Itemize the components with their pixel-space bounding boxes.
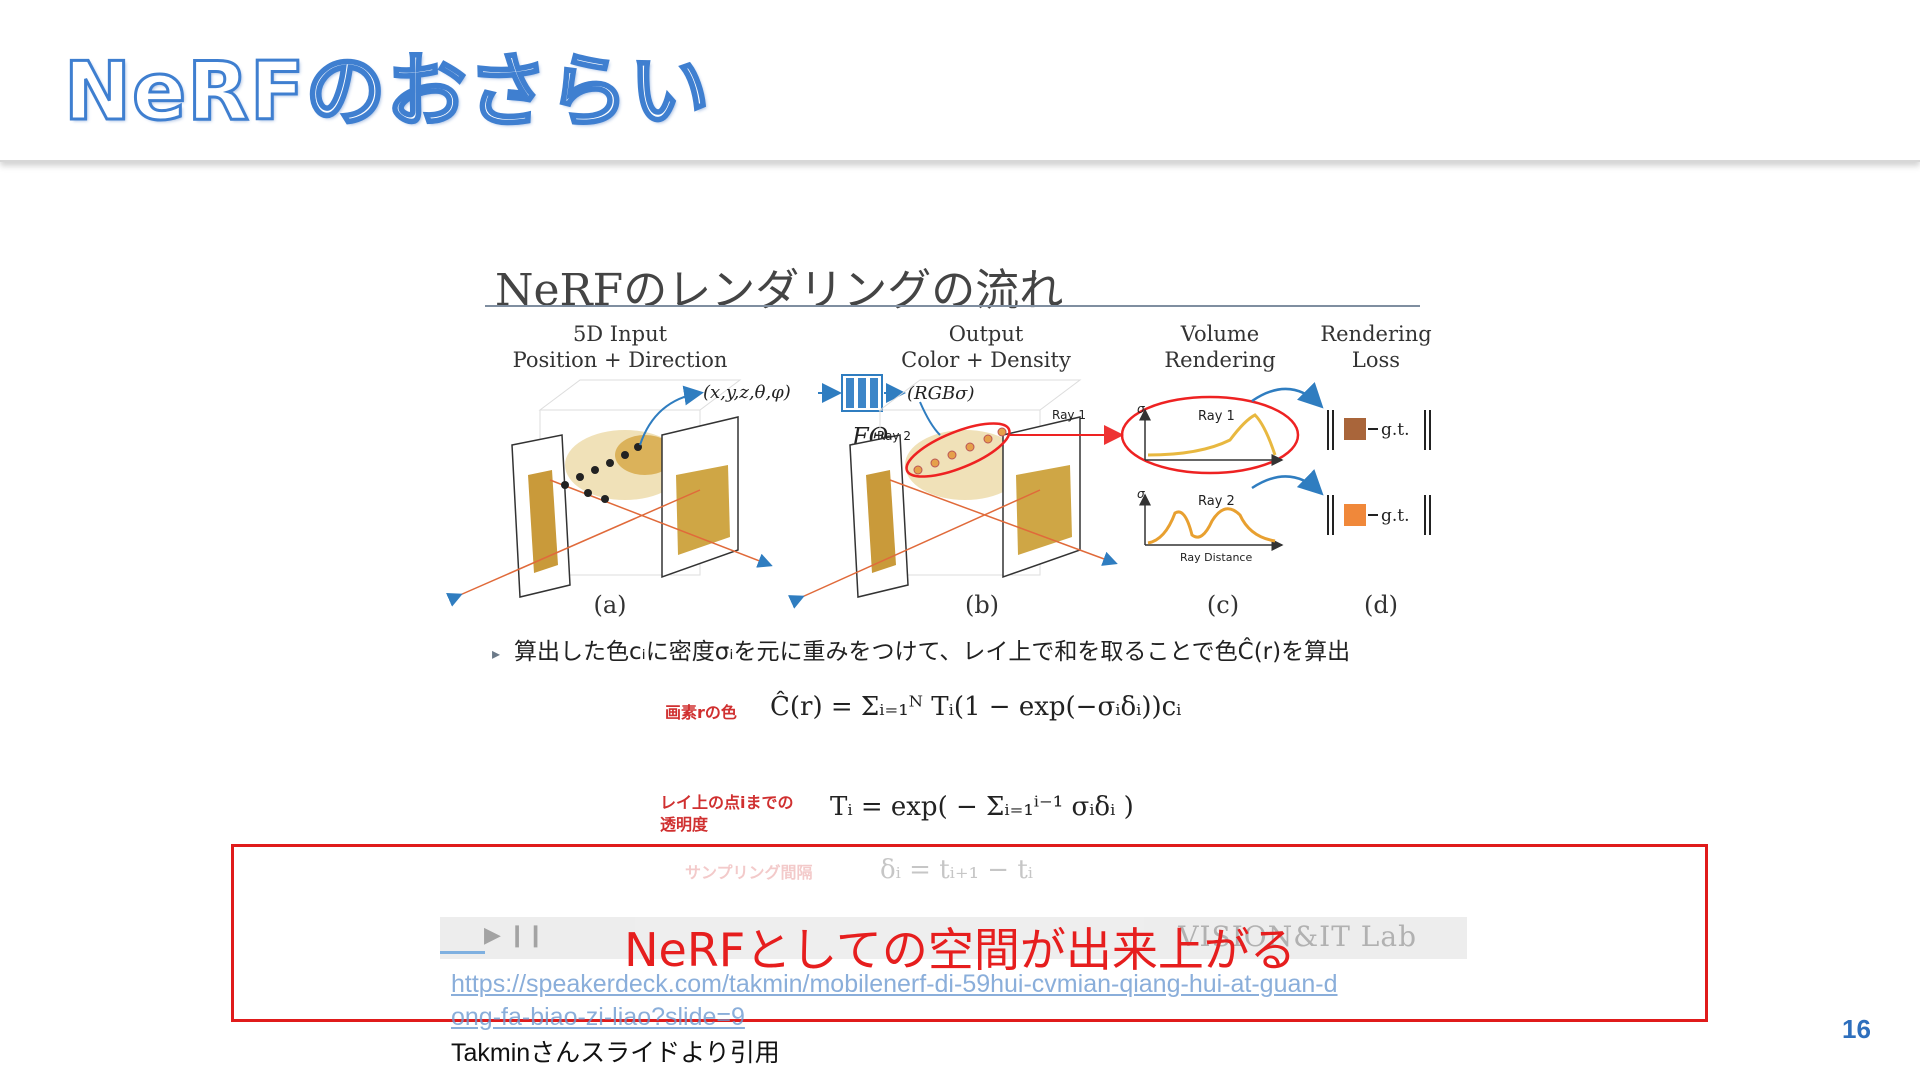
title-rule xyxy=(485,305,1420,307)
play-pause-icon[interactable]: ▶ ❙❙ xyxy=(484,923,545,948)
heading-output-1: Output xyxy=(949,322,1024,346)
eq2-label: レイ上の点iまでの透明度 xyxy=(660,793,794,834)
heading-volume-1: Volume xyxy=(1180,322,1259,346)
source-link[interactable]: https://speakerdeck.com/takmin/mobilener… xyxy=(451,970,1338,1031)
heading-output-2: Color + Density xyxy=(901,348,1071,372)
panel-b-ray2: Ray 2 xyxy=(877,429,911,443)
slide-title: NeRFのおさらい xyxy=(62,44,711,140)
sigma-label-1: σ xyxy=(1137,402,1145,416)
eq3-label: サンプリング間隔 xyxy=(685,863,813,882)
panel-label-d: (d) xyxy=(1364,591,1398,619)
heading-loss-1: Rendering xyxy=(1320,322,1431,346)
heading-input-2: Position + Direction xyxy=(513,348,728,372)
eq1-formula: Ĉ(r) = Σᵢ₌₁ᴺ Tᵢ(1 − exp(−σᵢδᵢ))cᵢ xyxy=(770,692,1182,722)
panel-c-ray2: Ray 2 xyxy=(1198,494,1235,509)
panel-d-loss xyxy=(1327,410,1431,535)
tuple-out: (RGBσ) xyxy=(907,383,975,404)
callout-text: NeRFとしての空間が出来上がる xyxy=(624,923,1296,977)
panel-c-plots xyxy=(1120,382,1324,551)
panel-b-scene xyxy=(787,379,1124,609)
eq3-formula: δᵢ = tᵢ₊₁ − tᵢ xyxy=(880,855,1034,885)
gt-label-1: g.t. xyxy=(1381,420,1410,440)
network-icon xyxy=(841,374,883,412)
panel-label-a: (a) xyxy=(593,591,626,619)
gt-label-2: g.t. xyxy=(1381,506,1410,526)
sigma-label-2: σ xyxy=(1137,487,1145,501)
panel-c-ray1: Ray 1 xyxy=(1198,409,1235,424)
eq2-formula: Tᵢ = exp( − Σᵢ₌₁ⁱ⁻¹ σᵢδᵢ ) xyxy=(830,792,1134,822)
source-credit: Takminさんスライドより引用 xyxy=(451,1039,780,1067)
ray-distance-label: Ray Distance xyxy=(1180,551,1252,564)
panel-b-ray1: Ray 1 xyxy=(1052,408,1086,422)
bullet-item: ▸ 算出した色cᵢに密度σᵢを元に重みをつけて、レイ上で和を取ることで色Ĉ(r)を… xyxy=(492,632,1452,666)
nerf-pipeline-figure: 5D Input Position + Direction Output Col… xyxy=(445,322,1432,619)
callout-box xyxy=(231,844,1708,1022)
video-player-bar: ▶ ❙❙ VISION&IT Lab xyxy=(440,917,1467,959)
embedded-slide-title: NeRFのレンダリングの流れ xyxy=(495,265,1064,316)
video-progress xyxy=(440,951,485,954)
panel-a-scene xyxy=(445,379,773,607)
bullet-text: 算出した色cᵢに密度σᵢを元に重みをつけて、レイ上で和を取ることで色Ĉ(r)を算… xyxy=(514,639,1351,665)
embedded-slide: NeRFのレンダリングの流れ 5D Input Position + Direc… xyxy=(440,240,1480,960)
panel-label-c: (c) xyxy=(1207,591,1239,619)
heading-loss-2: Loss xyxy=(1352,348,1400,372)
eq1-label: 画素rの色 xyxy=(665,703,737,722)
panel-label-b: (b) xyxy=(965,591,999,619)
slide-header: NeRFのおさらい xyxy=(0,0,1920,162)
bullet-triangle-icon: ▸ xyxy=(492,644,501,663)
page-number: 16 xyxy=(1842,1014,1871,1044)
tuple-in: (x,y,z,θ,φ) xyxy=(703,382,791,403)
heading-volume-2: Rendering xyxy=(1164,348,1275,372)
heading-input-1: 5D Input xyxy=(573,322,668,346)
lab-logo: VISION&IT Lab xyxy=(1178,920,1417,953)
